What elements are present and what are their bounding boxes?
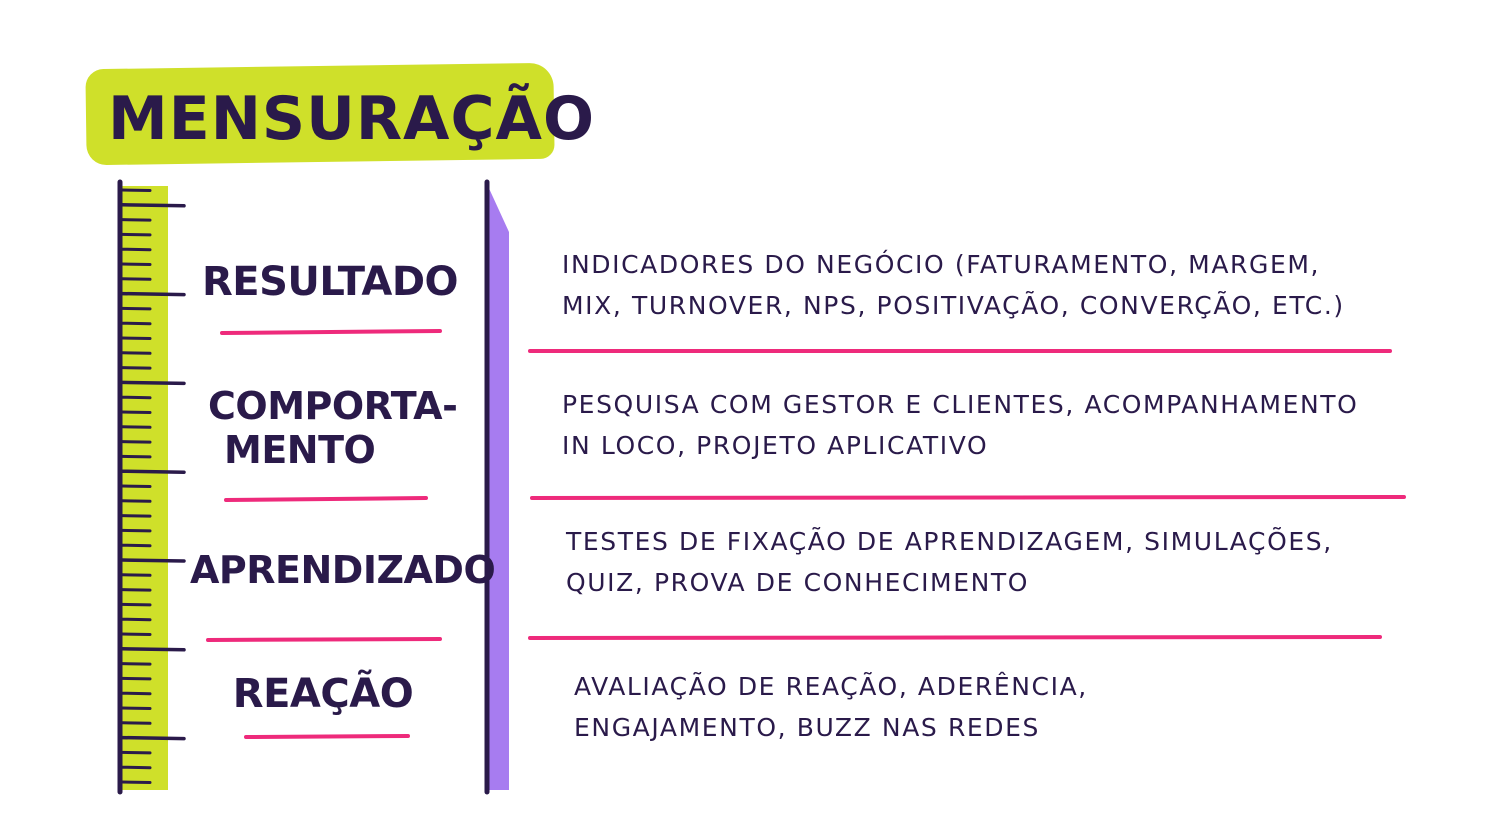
- ruler-minor-tick: [120, 306, 152, 311]
- ruler-minor-tick: [120, 440, 152, 444]
- ruler-minor-tick: [120, 366, 152, 370]
- ruler-minor-tick: [120, 262, 152, 266]
- description-line: TESTES DE FIXAÇÃO DE APRENDIZAGEM, SIMUL…: [566, 527, 1333, 556]
- ruler-minor-tick: [120, 662, 152, 666]
- divider-bar-fill: [487, 184, 509, 790]
- description-line: INDICADORES DO NEGÓCIO (FATURAMENTO, MAR…: [562, 250, 1321, 279]
- ruler-minor-tick: [120, 351, 152, 355]
- underline-resultado: [220, 329, 442, 335]
- level-reacao: REAÇÃO: [232, 671, 414, 717]
- underline-reacao: [244, 734, 410, 739]
- ruler-minor-tick: [120, 543, 152, 548]
- ruler-minor-tick: [120, 218, 152, 222]
- description-line: MIX, TURNOVER, NPS, POSITIVAÇÃO, CONVERÇ…: [562, 291, 1345, 320]
- ruler-minor-tick: [120, 425, 152, 429]
- ruler-minor-tick: [120, 232, 152, 237]
- ruler-minor-tick: [120, 721, 152, 725]
- level-comportamento-line-2: MENTO: [224, 428, 376, 472]
- ruler-minor-tick: [120, 277, 152, 281]
- ruler-icon: [117, 179, 186, 795]
- underline-aprendizado: [206, 637, 442, 642]
- ruler-minor-tick: [120, 410, 152, 414]
- ruler-minor-tick: [120, 617, 152, 622]
- ruler-major-tick: [120, 380, 186, 386]
- description-line: IN LOCO, PROJETO APLICATIVO: [562, 431, 989, 460]
- vertical-divider: [484, 179, 509, 795]
- row-separators: [528, 349, 1406, 640]
- ruler-minor-tick: [120, 765, 152, 770]
- description-line: PESQUISA COM GESTOR E CLIENTES, ACOMPANH…: [562, 390, 1359, 419]
- separator-2: [530, 495, 1406, 500]
- ruler-minor-tick: [120, 676, 152, 681]
- ruler-minor-tick: [120, 321, 152, 326]
- description-line: AVALIAÇÃO DE REAÇÃO, ADERÊNCIA,: [574, 672, 1088, 701]
- ruler-minor-tick: [120, 514, 152, 518]
- ruler-minor-tick: [120, 454, 152, 459]
- ruler-minor-tick: [120, 750, 152, 755]
- level-aprendizado: APRENDIZADO: [190, 548, 496, 592]
- separator-3: [528, 635, 1382, 640]
- ruler-minor-tick: [120, 632, 152, 636]
- ruler-major-tick: [120, 647, 186, 652]
- description-line: ENGAJAMENTO, BUZZ NAS REDES: [574, 713, 1041, 742]
- ruler-major-tick: [120, 558, 186, 563]
- level-comportamento: COMPORTA- MENTO: [196, 384, 476, 472]
- level-underlines: [206, 329, 442, 739]
- ruler-major-tick: [120, 203, 186, 208]
- ruler-major-tick: [120, 735, 186, 741]
- ruler-ticks: [120, 188, 186, 784]
- ruler-minor-tick: [120, 188, 152, 192]
- ruler-minor-tick: [120, 780, 152, 784]
- ruler-body: [120, 186, 168, 790]
- level-comportamento-line-1: COMPORTA-: [208, 384, 458, 428]
- description-aprendizado: TESTES DE FIXAÇÃO DE APRENDIZAGEM, SIMUL…: [566, 521, 1406, 603]
- ruler-minor-tick: [120, 573, 152, 577]
- page-title: MENSURAÇÃO: [108, 84, 595, 154]
- ruler-minor-tick: [120, 499, 152, 503]
- ruler-minor-tick: [120, 395, 152, 400]
- level-resultado: RESULTADO: [201, 259, 459, 305]
- ruler-minor-tick: [120, 247, 152, 252]
- underline-comportamento: [224, 496, 428, 502]
- ruler-major-tick: [120, 469, 186, 474]
- description-line: QUIZ, PROVA DE CONHECIMENTO: [566, 568, 1030, 597]
- description-comportamento: PESQUISA COM GESTOR E CLIENTES, ACOMPANH…: [562, 384, 1402, 466]
- ruler-minor-tick: [120, 484, 152, 488]
- ruler-major-tick: [120, 291, 186, 297]
- ruler-minor-tick: [120, 336, 152, 340]
- description-resultado: INDICADORES DO NEGÓCIO (FATURAMENTO, MAR…: [562, 244, 1402, 326]
- ruler-minor-tick: [120, 588, 152, 592]
- description-reacao: AVALIAÇÃO DE REAÇÃO, ADERÊNCIA, ENGAJAME…: [574, 666, 1414, 748]
- ruler-minor-tick: [120, 691, 152, 696]
- ruler-minor-tick: [120, 602, 152, 607]
- ruler-minor-tick: [120, 528, 152, 533]
- ruler-minor-tick: [120, 706, 152, 710]
